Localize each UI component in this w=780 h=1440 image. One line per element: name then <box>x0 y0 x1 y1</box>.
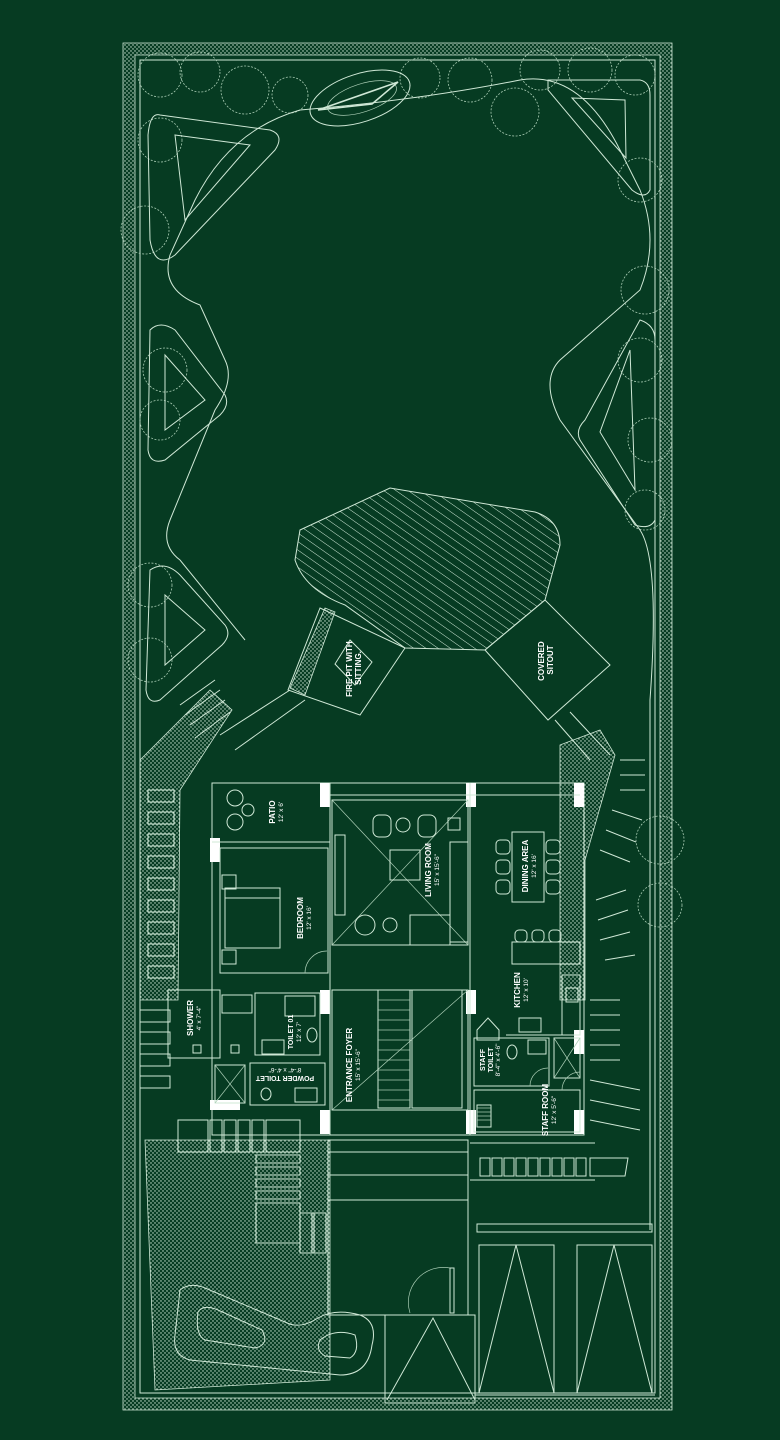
bedroom: BEDROOM 12' x 16' <box>219 847 329 974</box>
kitchen-label: KITCHEN <box>513 972 522 1008</box>
dining-area: DINING AREA 12' x 16' <box>495 831 561 903</box>
staff-toilet-label-2: TOILET <box>488 1047 495 1072</box>
entrance-foyer-label: ENTRANCE FOYER <box>345 1028 354 1102</box>
patio-label: PATIO <box>268 800 277 823</box>
patio-dimension: 12' x 6' <box>278 802 285 822</box>
staff-room: STAFF ROOM 12' x 5'-6" <box>473 1071 581 1137</box>
shower-dimension: 4' x 7'-4" <box>196 1005 203 1030</box>
dining-area-dimension: 12' x 16' <box>531 854 538 878</box>
shower-label: SHOWER <box>186 1000 195 1036</box>
boat-feature <box>309 69 411 127</box>
kitchen-dimension: 12' x 10' <box>523 978 530 1002</box>
fire-pit-pavilion: FIRE PIT WITH SITTING. <box>287 607 406 716</box>
living-room-label: LIVING ROOM <box>424 843 433 897</box>
front-left-landscape <box>144 1119 374 1391</box>
svg-text:COVERED SITOUT: COVERED SITOUT <box>537 639 555 681</box>
boundary-wall <box>122 42 673 1411</box>
dining-area-label: DINING AREA <box>521 839 530 892</box>
covered-sitout-label-2: SITOUT <box>546 645 555 674</box>
staff-toilet: STAFF TOILET 8'-4" x 4'-6" <box>473 1037 581 1087</box>
powder-toilet-dimension: 8'-4" x 4'-6" <box>268 1066 301 1073</box>
bedroom-label: BEDROOM <box>296 897 305 939</box>
bedroom-dimension: 12' x 16' <box>306 906 313 930</box>
garden-path <box>219 689 611 761</box>
driveway <box>327 1139 476 1404</box>
planter-lower-left <box>145 565 229 702</box>
right-stepping-path <box>559 729 645 1131</box>
planter-top-right <box>547 79 651 196</box>
tree-canopies <box>120 47 685 928</box>
entrance-foyer: ENTRANCE FOYER 15' x 15'-6" <box>331 989 469 1111</box>
lawn-outline <box>166 78 654 1230</box>
planter-mid-left <box>147 324 228 462</box>
planter-mid-right <box>577 319 656 528</box>
fire-pit-label-2: SITTING. <box>354 651 363 685</box>
staff-toilet-label-1: STAFF <box>480 1048 487 1071</box>
planter-top-left <box>147 114 280 261</box>
entrance-foyer-dimension: 15' x 15'-6" <box>355 1048 362 1081</box>
staff-toilet-dimension: 8'-4" x 4'-6" <box>495 1043 502 1076</box>
svg-text:FIRE PIT WITH SITTING.: FIRE PIT WITH SITTING. <box>345 639 363 697</box>
living-room-dimension: 15' x 15'-6" <box>434 853 441 886</box>
parking <box>470 1142 655 1396</box>
powder-toilet: POWDER TOILET 8'-4" x 4'-6" <box>214 1062 326 1106</box>
staff-room-label: STAFF ROOM <box>541 1084 550 1137</box>
left-stepping-path <box>139 679 233 1089</box>
covered-sitout-label-1: COVERED <box>537 641 546 681</box>
staff-room-dimension: 12' x 5'-6" <box>551 1095 558 1124</box>
toilet-01: TOILET 01 12' x 7' <box>221 992 321 1056</box>
patio: PATIO 12' x 6' <box>212 789 330 843</box>
living-room: LIVING ROOM 15' x 15'-6" <box>331 799 469 946</box>
toilet-01-label: TOILET 01 <box>288 1015 295 1050</box>
covered-sitout: COVERED SITOUT <box>484 599 611 721</box>
wooden-deck <box>294 487 561 651</box>
fire-pit-label-1: FIRE PIT WITH <box>345 641 354 697</box>
toilet-01-dimension: 12' x 7' <box>296 1022 303 1042</box>
powder-toilet-label: POWDER TOILET <box>255 1074 314 1081</box>
shower: SHOWER 4' x 7'-4" <box>167 989 221 1059</box>
house <box>210 782 585 1136</box>
